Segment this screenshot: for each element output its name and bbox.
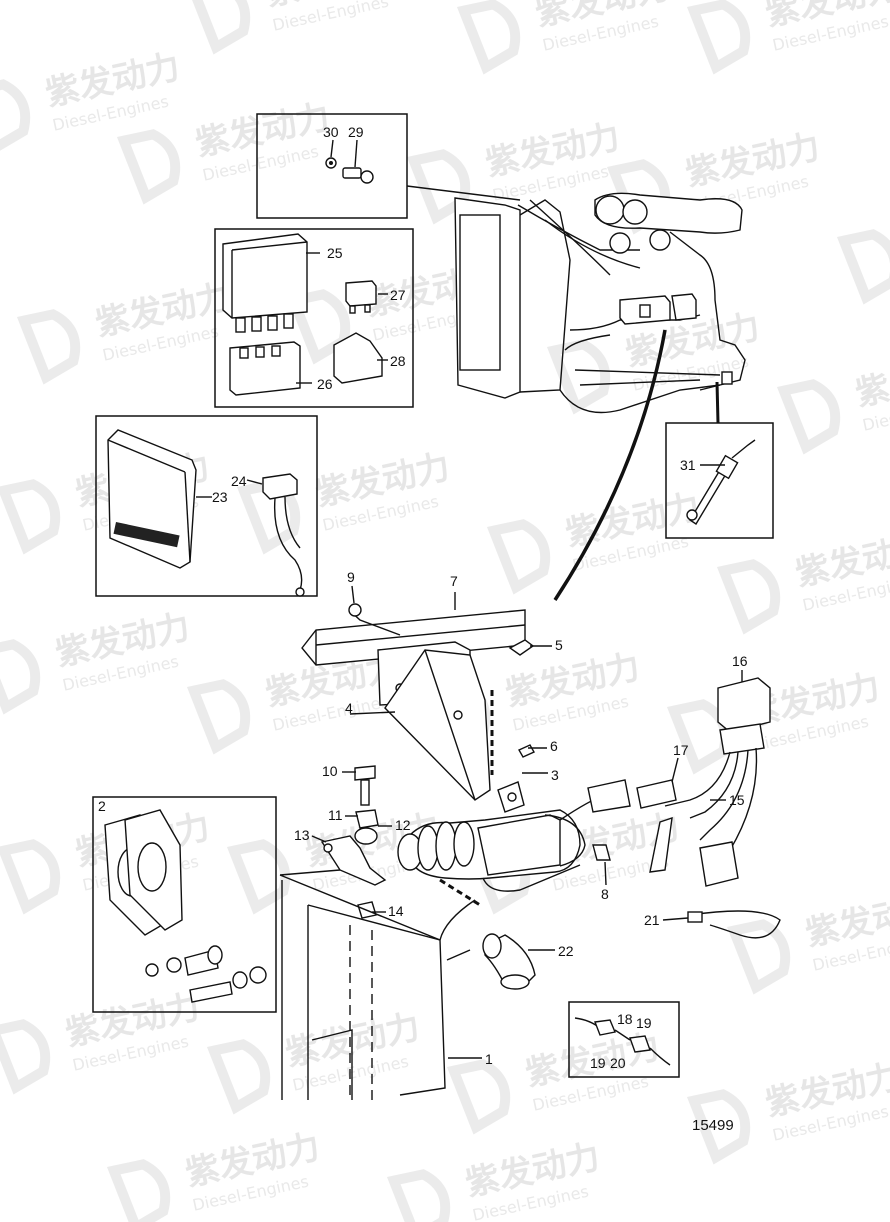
- callout-19a: 19: [636, 1015, 652, 1031]
- callout-10: 10: [322, 763, 338, 779]
- detail-box-relays: [214, 228, 414, 408]
- callout-23: 23: [212, 489, 228, 505]
- callout-8: 8: [601, 886, 609, 902]
- callout-27: 27: [390, 287, 406, 303]
- leader-lines: [311, 585, 743, 1059]
- callout-22: 22: [558, 943, 574, 959]
- callout-1: 1: [485, 1051, 493, 1067]
- detail-box-sensor: [256, 113, 408, 219]
- svg-text:紫发动力: 紫发动力: [852, 347, 890, 414]
- callout-18: 18: [617, 1011, 633, 1027]
- callout-17: 17: [673, 742, 689, 758]
- detail-box-glow-plug: [665, 422, 774, 539]
- detail-box-control-unit: [95, 415, 318, 597]
- main-housing: [279, 869, 476, 1100]
- detail-box-gaskets: [92, 796, 277, 1013]
- callout-28: 28: [390, 353, 406, 369]
- callout-14: 14: [388, 903, 404, 919]
- wire-harness: [636, 677, 771, 887]
- callout-25: 25: [327, 245, 343, 261]
- callout-19b: 19: [590, 1055, 606, 1071]
- drawing-number: 15499: [692, 1117, 734, 1134]
- callout-13: 13: [294, 827, 310, 843]
- callout-5: 5: [555, 637, 563, 653]
- callout-30: 30: [323, 124, 339, 140]
- callout-4: 4: [345, 700, 353, 716]
- callout-21: 21: [644, 912, 660, 928]
- callout-6: 6: [550, 738, 558, 754]
- callout-9: 9: [347, 569, 355, 585]
- cable-tie: [687, 910, 781, 939]
- callout-29: 29: [348, 124, 364, 140]
- solenoid: [397, 779, 631, 907]
- callout-labels: 1 2 3 4 5 6 7 8 9 10 11 12 13 14 15 16 1…: [98, 124, 748, 1071]
- mount-hardware: [320, 765, 387, 919]
- callout-16: 16: [732, 653, 748, 669]
- callout-7: 7: [450, 573, 458, 589]
- callout-26: 26: [317, 376, 333, 392]
- callout-2: 2: [98, 798, 106, 814]
- engine-illustration: [454, 192, 746, 414]
- detail-box-connector: [568, 1001, 680, 1078]
- callout-15: 15: [729, 792, 745, 808]
- callout-3: 3: [551, 767, 559, 783]
- callout-31: 31: [680, 457, 696, 473]
- callout-11: 11: [328, 807, 343, 823]
- callout-12: 12: [395, 817, 411, 833]
- callout-24: 24: [231, 473, 247, 489]
- elbow-fitting: [482, 933, 536, 990]
- callout-20: 20: [610, 1055, 626, 1071]
